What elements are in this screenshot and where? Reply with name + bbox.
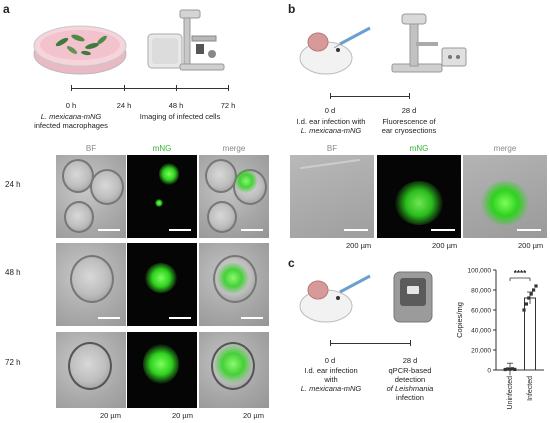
fluorescence-microscope-icon <box>391 13 467 73</box>
panel-b-label: b <box>288 2 296 16</box>
caption-b-left-line2: L. mexicana-mNG <box>300 126 362 135</box>
timeline-a-label-24h: 24 h <box>116 101 132 110</box>
timeline-a-axis <box>71 88 229 89</box>
timeline-a-label-0h: 0 h <box>65 101 77 110</box>
x-tick-label: Infected <box>527 376 534 401</box>
y-tick-label: 80,000 <box>471 288 491 295</box>
micrograph-b-mng <box>377 155 461 238</box>
y-axis-label: Copies/mg <box>455 302 464 338</box>
data-point <box>510 367 514 371</box>
micrograph-merge-24h <box>199 155 269 238</box>
data-point <box>529 292 533 296</box>
data-point <box>508 367 512 371</box>
micrograph-bf-72h <box>56 332 126 408</box>
timeline-a-tick <box>71 85 72 91</box>
micrograph-b-merge <box>463 155 547 238</box>
scale-bar-label-b-bf: 200 µm <box>346 241 372 250</box>
caption-a-right: Imaging of infected cells <box>139 112 221 121</box>
col-header-b-bf: BF <box>326 144 338 153</box>
micrograph-bf-48h <box>56 243 126 326</box>
scale-bar-label-a-merge: 20 µm <box>243 411 264 420</box>
micrograph-bf-24h <box>56 155 126 238</box>
panel-c-label: c <box>288 256 295 270</box>
petri-dish-illustration <box>33 25 127 75</box>
data-point <box>532 288 536 292</box>
timeline-a-label-48h: 48 h <box>168 101 184 110</box>
qpcr-machine-icon <box>393 271 433 323</box>
caption-c-left-line3: L. mexicana-mNG <box>300 384 362 393</box>
row-label-48h: 48 h <box>5 268 21 277</box>
confocal-microscope-icon <box>147 9 225 71</box>
micrograph-mng-72h <box>127 332 197 408</box>
timeline-a-tick <box>124 85 125 91</box>
scale-bar-label-a-mng: 20 µm <box>172 411 193 420</box>
col-header-mng: mNG <box>152 144 172 153</box>
mouse-injection-illustration <box>299 26 371 75</box>
data-point <box>506 367 510 371</box>
timeline-c-tick <box>410 340 411 346</box>
micrograph-merge-48h <box>199 243 269 326</box>
caption-b-right-line2: ear cryosections <box>381 126 437 135</box>
caption-c-right-line1: qPCR-based <box>388 366 432 375</box>
y-tick-label: 100,000 <box>468 268 492 275</box>
timeline-c-label-28d: 28 d <box>402 356 418 365</box>
x-tick-label: Uninfected <box>507 376 514 410</box>
timeline-b-axis <box>330 96 409 97</box>
caption-c-right-line2: detection <box>394 375 426 384</box>
timeline-b-tick <box>330 93 331 99</box>
micrograph-mng-24h <box>127 155 197 238</box>
timeline-b-tick <box>409 93 410 99</box>
micrograph-b-bf <box>290 155 374 238</box>
panel-a-label: a <box>3 2 10 16</box>
significance-stars: **** <box>514 269 527 278</box>
data-point <box>513 367 517 371</box>
caption-a-left-line1: L. mexicana-mNG <box>40 112 102 121</box>
mouse-injection-illustration-c <box>299 274 371 323</box>
timeline-c-label-0d: 0 d <box>324 356 336 365</box>
y-tick-label: 0 <box>487 368 491 375</box>
micrograph-mng-48h <box>127 243 197 326</box>
timeline-a-tick <box>176 85 177 91</box>
timeline-c-axis <box>330 343 410 344</box>
caption-c-left-line2: with <box>324 375 338 384</box>
data-point <box>527 296 531 300</box>
data-point <box>522 308 526 312</box>
y-tick-label: 60,000 <box>471 308 491 315</box>
timeline-b-label-28d: 28 d <box>401 106 417 115</box>
copies-bar-chart: 0 20,000 40,000 60,000 80,000 100,000Copies/m… <box>455 268 544 410</box>
caption-b-right-line1: Fluorescence of <box>382 117 436 126</box>
y-tick-label: 40,000 <box>471 328 491 335</box>
scale-bar-label-b-mng: 200 µm <box>432 241 458 250</box>
caption-c-left-line1: I.d. ear infection <box>304 366 358 375</box>
col-header-b-merge: merge <box>493 144 517 153</box>
caption-c-right-line3: of Leishmania <box>386 384 434 393</box>
scale-bar-label-a-bf: 20 µm <box>100 411 121 420</box>
bar-infected <box>524 297 536 371</box>
timeline-c-tick <box>330 340 331 346</box>
timeline-a-label-72h: 72 h <box>220 101 236 110</box>
micrograph-merge-72h <box>199 332 269 408</box>
row-label-24h: 24 h <box>5 180 21 189</box>
row-label-72h: 72 h <box>5 358 21 367</box>
scale-bar-label-b-merge: 200 µm <box>518 241 544 250</box>
caption-b-left-line1: I.d. ear infection with <box>296 117 366 126</box>
col-header-bf: BF <box>85 144 97 153</box>
timeline-b-label-0d: 0 d <box>324 106 336 115</box>
caption-a-left-line2: infected macrophages <box>34 121 108 130</box>
col-header-b-mng: mNG <box>409 144 429 153</box>
caption-c-right-line4: infection <box>396 393 424 402</box>
data-point <box>503 367 507 372</box>
col-header-merge: merge <box>222 144 246 153</box>
y-tick-label: 20,000 <box>471 348 491 355</box>
data-point <box>524 302 528 306</box>
timeline-a-tick <box>228 85 229 91</box>
data-point <box>534 284 538 288</box>
